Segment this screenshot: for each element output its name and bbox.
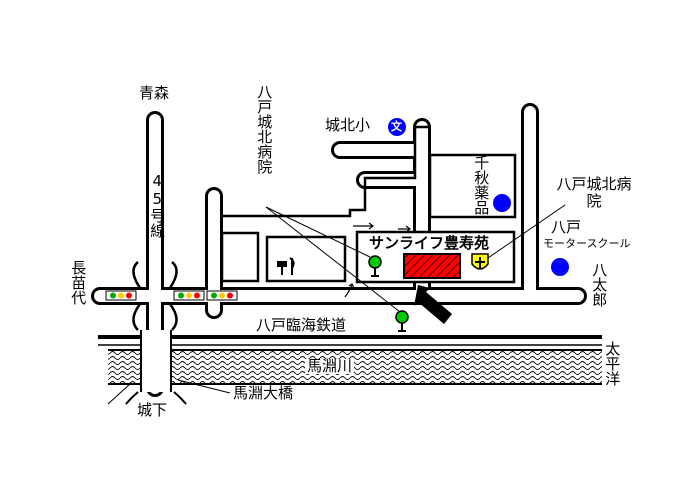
label-taiheiyo: 太平洋 xyxy=(603,341,622,386)
pharmacy-icon xyxy=(493,194,511,212)
junction-curve xyxy=(132,261,142,289)
arrow-icon xyxy=(414,285,452,324)
school-symbol: 文 xyxy=(391,120,402,133)
label-jyohoku-elementary: 城北小 xyxy=(325,116,371,134)
label-destination: サンライフ豊寿苑 xyxy=(369,234,490,252)
label-mabechi-bridge: 馬淵大橋 xyxy=(233,384,294,402)
river xyxy=(108,349,602,385)
label-hospital-left: 八戸城北病院 xyxy=(255,84,274,174)
label-route45: 45号線 xyxy=(148,172,167,238)
label-motor-school: モータースクール xyxy=(543,237,631,250)
label-mabechi-river: 馬淵川 xyxy=(305,357,355,375)
traffic-signal-icon xyxy=(173,290,205,301)
bridge xyxy=(125,330,187,405)
railway-line xyxy=(98,335,602,346)
restaurant-icon xyxy=(277,257,295,275)
label-railway: 八戸臨海鉄道 xyxy=(256,316,347,334)
label-aomori: 青森 xyxy=(139,84,170,102)
label-nagawashiro: 長苗代 xyxy=(69,260,88,305)
label-chiaki-pharmacy: 千秋薬品 xyxy=(472,155,491,215)
direction-arrows xyxy=(344,222,411,298)
label-hospital-right: 八戸城北病院 xyxy=(556,175,632,211)
motor-school-icon xyxy=(551,258,569,276)
school-icon xyxy=(388,118,406,136)
destination-building xyxy=(403,253,461,279)
tree-icon xyxy=(368,255,382,277)
traffic-signal-icon xyxy=(105,290,137,301)
hospital-cross-icon xyxy=(471,253,489,270)
label-hachinohe: 八戸 xyxy=(551,218,582,236)
traffic-signal-icon xyxy=(206,290,238,301)
tree-icon xyxy=(395,310,409,332)
label-hachitaro: 八太郎 xyxy=(590,262,609,307)
label-shiroshita: 城下 xyxy=(137,401,168,419)
